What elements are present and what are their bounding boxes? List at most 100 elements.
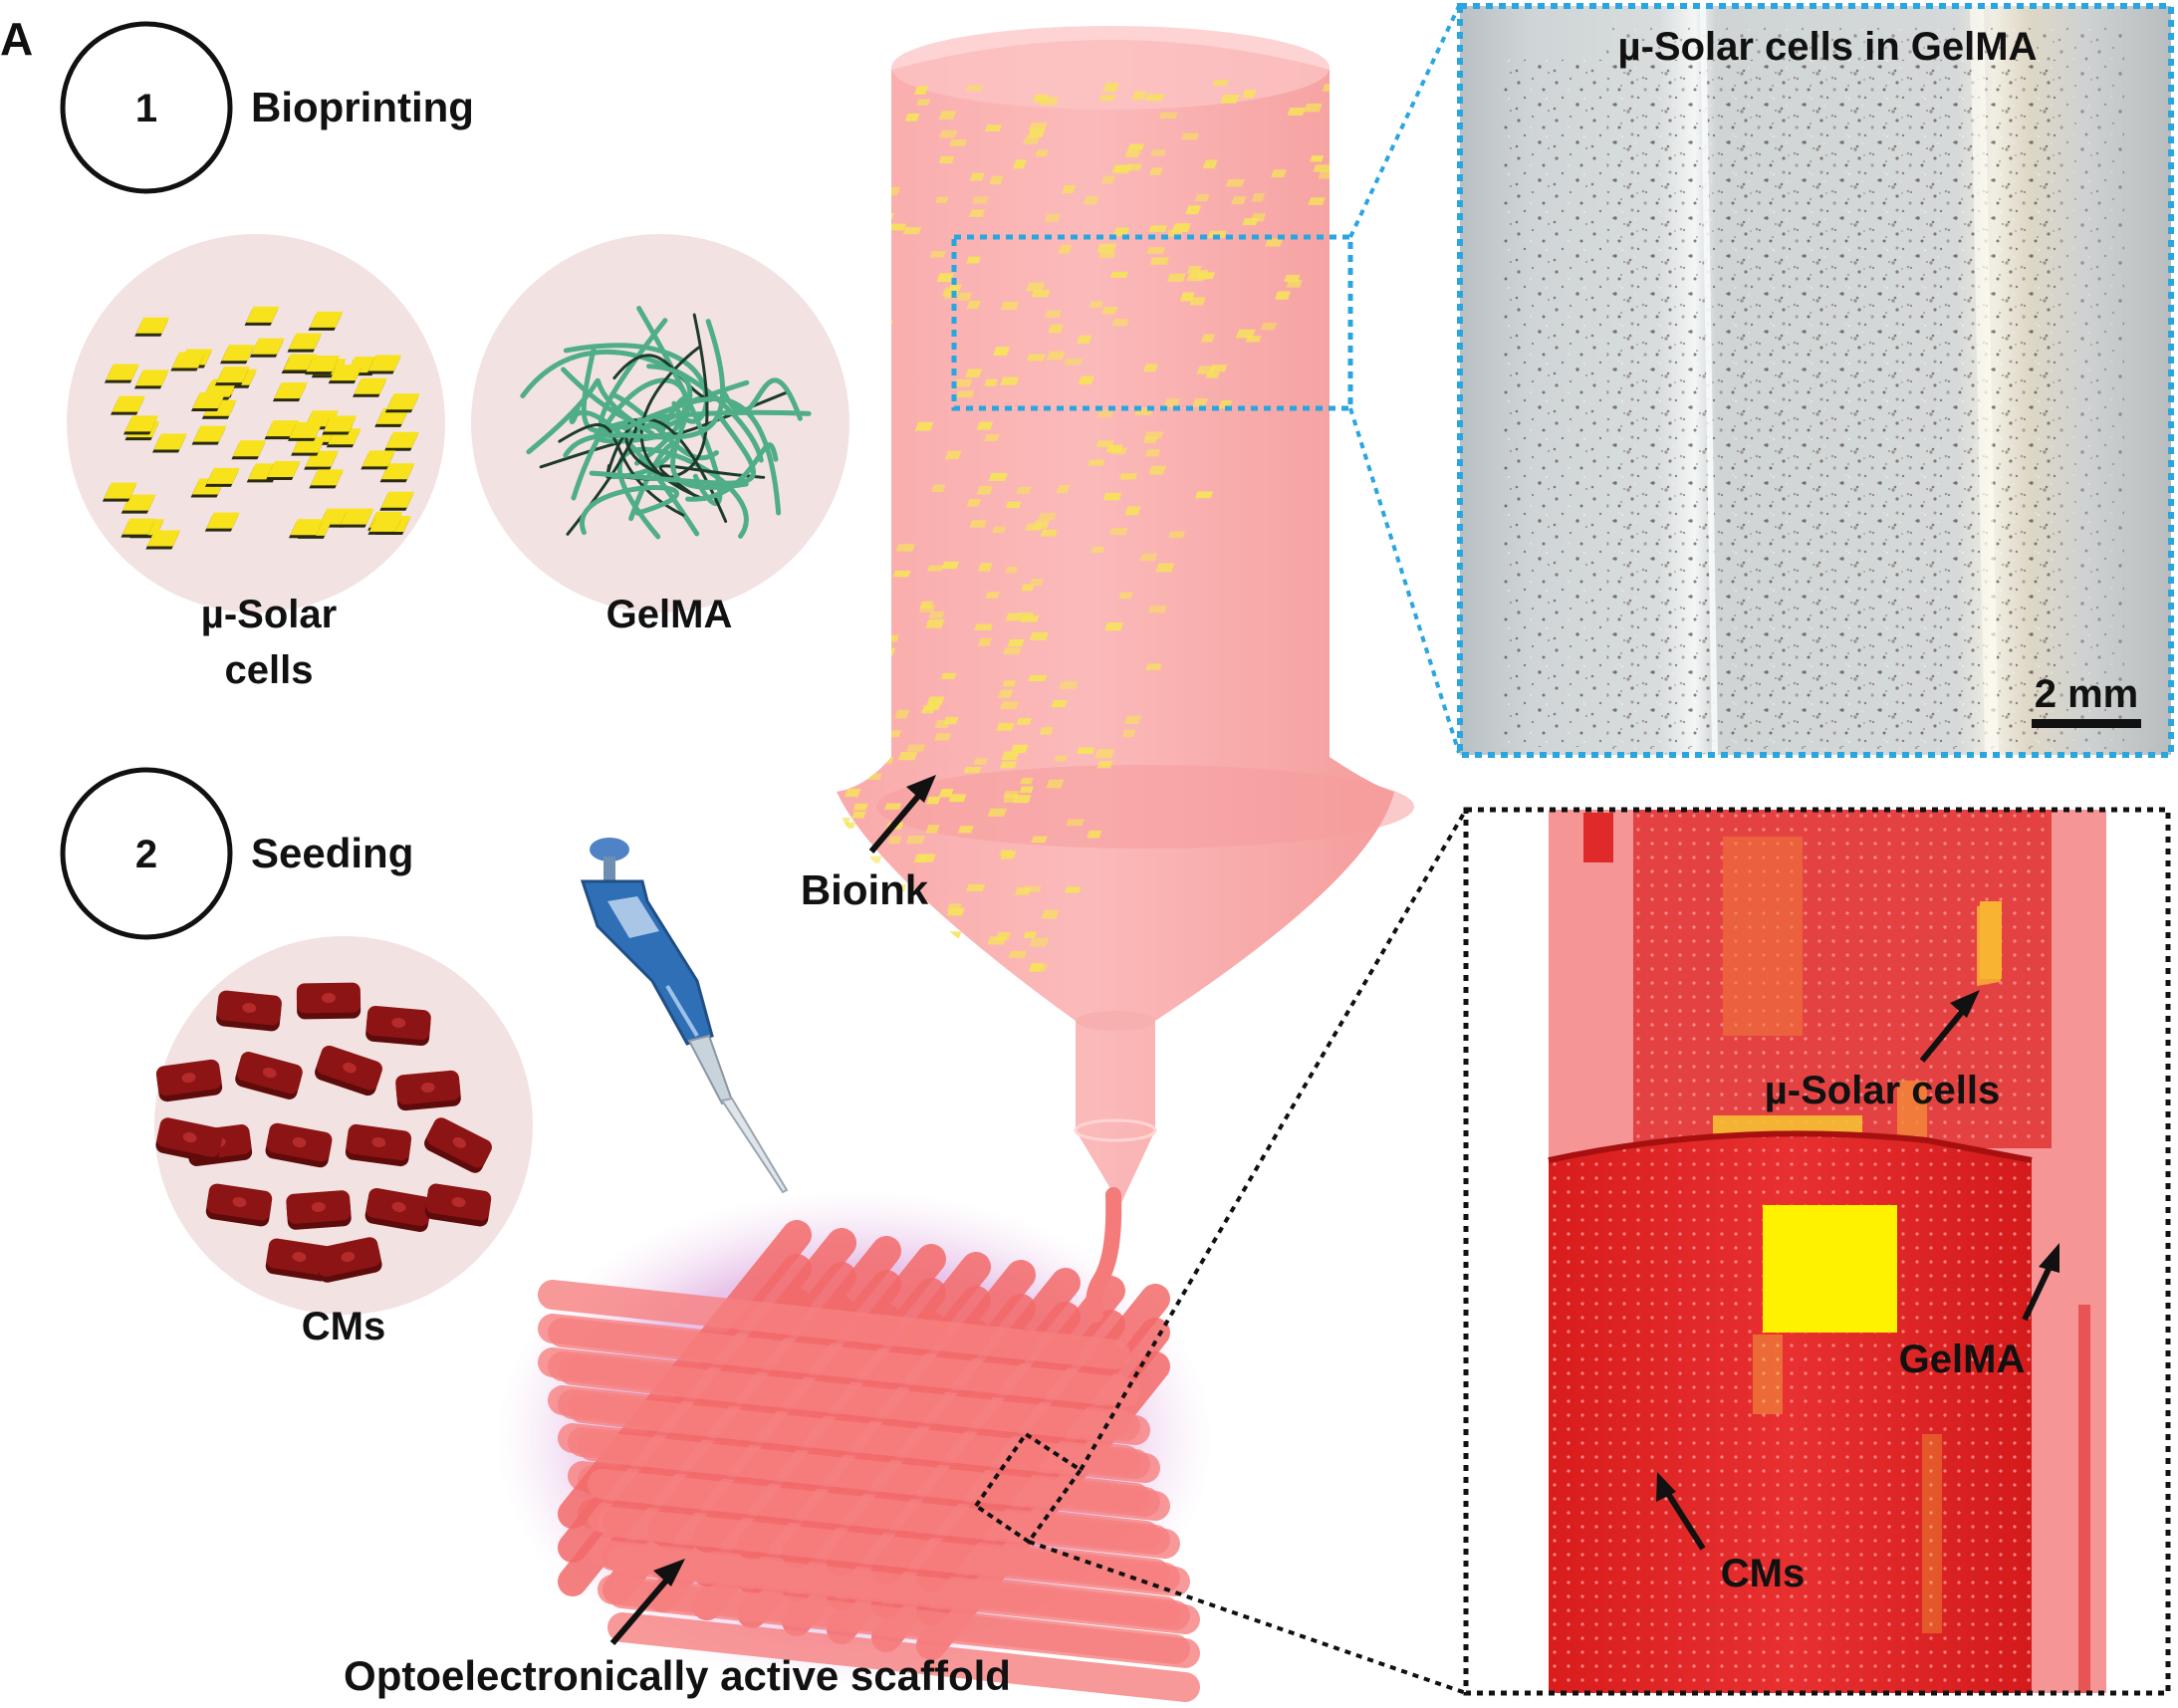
bioink-solar-flake	[762, 1118, 776, 1124]
bioink-solar-flake	[936, 1035, 955, 1045]
solar-cell-chip	[134, 317, 170, 337]
bioink-solar-flake	[801, 620, 816, 626]
bioink-solar-flake	[847, 378, 863, 387]
bioink-solar-flake	[1008, 950, 1028, 958]
bioink-solar-flake	[1304, 104, 1323, 113]
bioink-solar-flake	[806, 919, 823, 928]
scaffold-arrow	[609, 1572, 675, 1645]
bioink-solar-flake	[1041, 909, 1060, 919]
bioink-solar-flake	[774, 928, 789, 936]
bioink-solar-flake	[1028, 674, 1048, 681]
solar-cell-chip	[384, 393, 420, 413]
bioink-solar-flake	[739, 894, 754, 903]
bioink-solar-flake	[785, 1112, 804, 1120]
bioink-solar-flake	[934, 196, 949, 203]
bioink-solar-flake	[648, 896, 663, 904]
bioink-solar-flake	[772, 890, 785, 897]
step-2-circle	[60, 767, 233, 940]
scaffold-strand	[578, 1431, 1170, 1521]
bioink-solar-flake	[805, 699, 821, 707]
bioink-solar-flake	[1147, 606, 1168, 613]
zoom-cms-arrow	[1662, 1487, 1706, 1551]
bioink-solar-flake	[589, 982, 605, 990]
bioink-solar-flake	[905, 835, 926, 845]
zoom-solar-label: µ-Solar cells	[1765, 1069, 2000, 1112]
bioink-solar-flake	[832, 1022, 849, 1031]
bioink-solar-flake	[974, 623, 994, 630]
bioink-solar-flake	[977, 563, 993, 572]
bioink-solar-flake	[1035, 149, 1049, 157]
scaffold-roi-connector-top	[1079, 808, 1468, 1472]
scaffold-strand	[558, 1355, 1150, 1445]
bioink-solar-flake	[750, 986, 767, 992]
bioink-solar-flake	[920, 705, 936, 714]
bioink-solar-flake	[946, 903, 962, 911]
bioink-solar-flake	[913, 1014, 930, 1022]
bioink-solar-flake	[1142, 364, 1159, 372]
bioink-arrow	[868, 785, 929, 854]
bioink-roi-box	[951, 234, 1353, 411]
bioink-solar-flake	[812, 1075, 826, 1081]
bioink-solar-flake	[806, 787, 823, 794]
bioink-solar-flake	[579, 966, 597, 975]
bioink-solar-flake	[1191, 398, 1209, 407]
bioink-arrowhead	[906, 775, 936, 803]
bioink-solar-flake	[966, 301, 981, 309]
bioink-solar-flake	[807, 242, 821, 249]
bioink-solar-flake	[1260, 322, 1278, 331]
scaffold-strand	[607, 1545, 1200, 1634]
bioink-solar-flake	[1108, 528, 1128, 536]
scale-bar	[2032, 719, 2141, 728]
solar-cell-chip	[121, 518, 156, 538]
bioink-solar-flake	[887, 1071, 903, 1080]
bioink-solar-flake	[1145, 94, 1165, 102]
bioink-solar-flake	[720, 1043, 737, 1050]
gelma-fiber	[526, 377, 655, 455]
bioink-solar-flake	[864, 311, 881, 319]
bioink-solar-flake	[934, 733, 952, 741]
solar-cell-chip	[384, 431, 419, 451]
bioink-solar-flake	[1185, 205, 1202, 215]
bioink-solar-flake	[1118, 473, 1138, 480]
bioink-solar-flake	[892, 571, 911, 578]
bioink-solar-flake	[851, 812, 866, 819]
bioink-solar-flake	[784, 257, 799, 263]
bioink-solar-flake	[1145, 663, 1162, 671]
bioink-solar-flake	[861, 114, 879, 122]
bioink-solar-flake	[1002, 680, 1017, 687]
bioink-solar-flake	[925, 825, 940, 834]
gelma-fiber	[580, 484, 679, 536]
bioink-solar-flake	[963, 767, 982, 774]
bioink-solar-flake	[782, 194, 797, 201]
bioink-solar-flake	[711, 709, 725, 718]
bioink-solar-flake	[1334, 111, 1353, 118]
bioink-solar-flake	[904, 114, 920, 122]
scale-bar-label: 2 mm	[2035, 672, 2139, 716]
panel-letter: A	[0, 13, 33, 65]
bioink-solar-flake	[773, 813, 788, 820]
cardiomyocyte-cell	[296, 982, 362, 1020]
bioink-solar-flake	[1038, 512, 1058, 521]
solar-cell-chip	[204, 512, 240, 532]
solar-cell-chip	[288, 519, 324, 539]
bioink-solar-flake	[1044, 213, 1062, 222]
bioink-solar-flake	[750, 1063, 770, 1072]
bioink-solar-flake	[984, 124, 1003, 132]
bioink-solar-flake	[1083, 195, 1099, 205]
bioink-solar-flake	[914, 421, 934, 431]
gelma-fiber	[569, 404, 700, 537]
bioink-solar-flake	[957, 826, 974, 834]
solar-cell-chip	[322, 415, 358, 435]
bioink-solar-flake	[1026, 354, 1046, 362]
bioink-solar-flake	[961, 1000, 980, 1007]
bioink-solar-flake	[524, 851, 543, 859]
bioink-solar-flake	[832, 967, 851, 976]
bioink-solar-flake	[887, 836, 902, 845]
bioink-solar-flake	[738, 875, 752, 882]
bioink-solar-flake	[1189, 297, 1206, 306]
zoom-inset-panel	[1463, 807, 2171, 1696]
bioink-solar-flake	[1022, 135, 1041, 144]
bioink-solar-flake	[984, 433, 1000, 441]
solar-cell-chip	[214, 366, 250, 386]
bioink-solar-flake	[1205, 371, 1220, 378]
